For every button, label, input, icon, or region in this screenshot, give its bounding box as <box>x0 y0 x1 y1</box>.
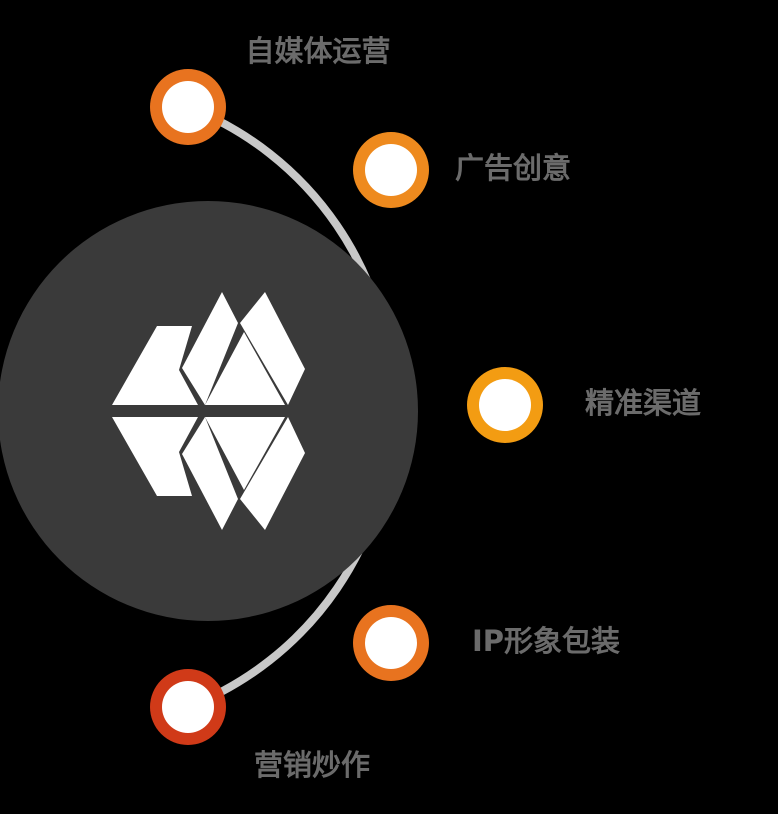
node-core <box>365 617 417 669</box>
node-label-ip-image: IP形象包装 <box>472 624 620 658</box>
node-core <box>365 144 417 196</box>
hub-circle <box>0 201 418 621</box>
node-ad-creative[interactable] <box>353 132 429 208</box>
node-label-precise-channels: 精准渠道 <box>585 386 701 420</box>
node-label-ad-creative: 广告创意 <box>455 151 571 185</box>
node-label-self-media: 自媒体运营 <box>245 34 390 68</box>
node-core <box>162 81 214 133</box>
node-self-media[interactable] <box>150 69 226 145</box>
node-core <box>162 681 214 733</box>
node-ip-image[interactable] <box>353 605 429 681</box>
node-label-marketing-hype: 营销炒作 <box>254 748 370 782</box>
node-core <box>479 379 531 431</box>
node-marketing-hype[interactable] <box>150 669 226 745</box>
node-precise-channels[interactable] <box>467 367 543 443</box>
faceted-hexagon-logo-icon <box>112 292 305 530</box>
